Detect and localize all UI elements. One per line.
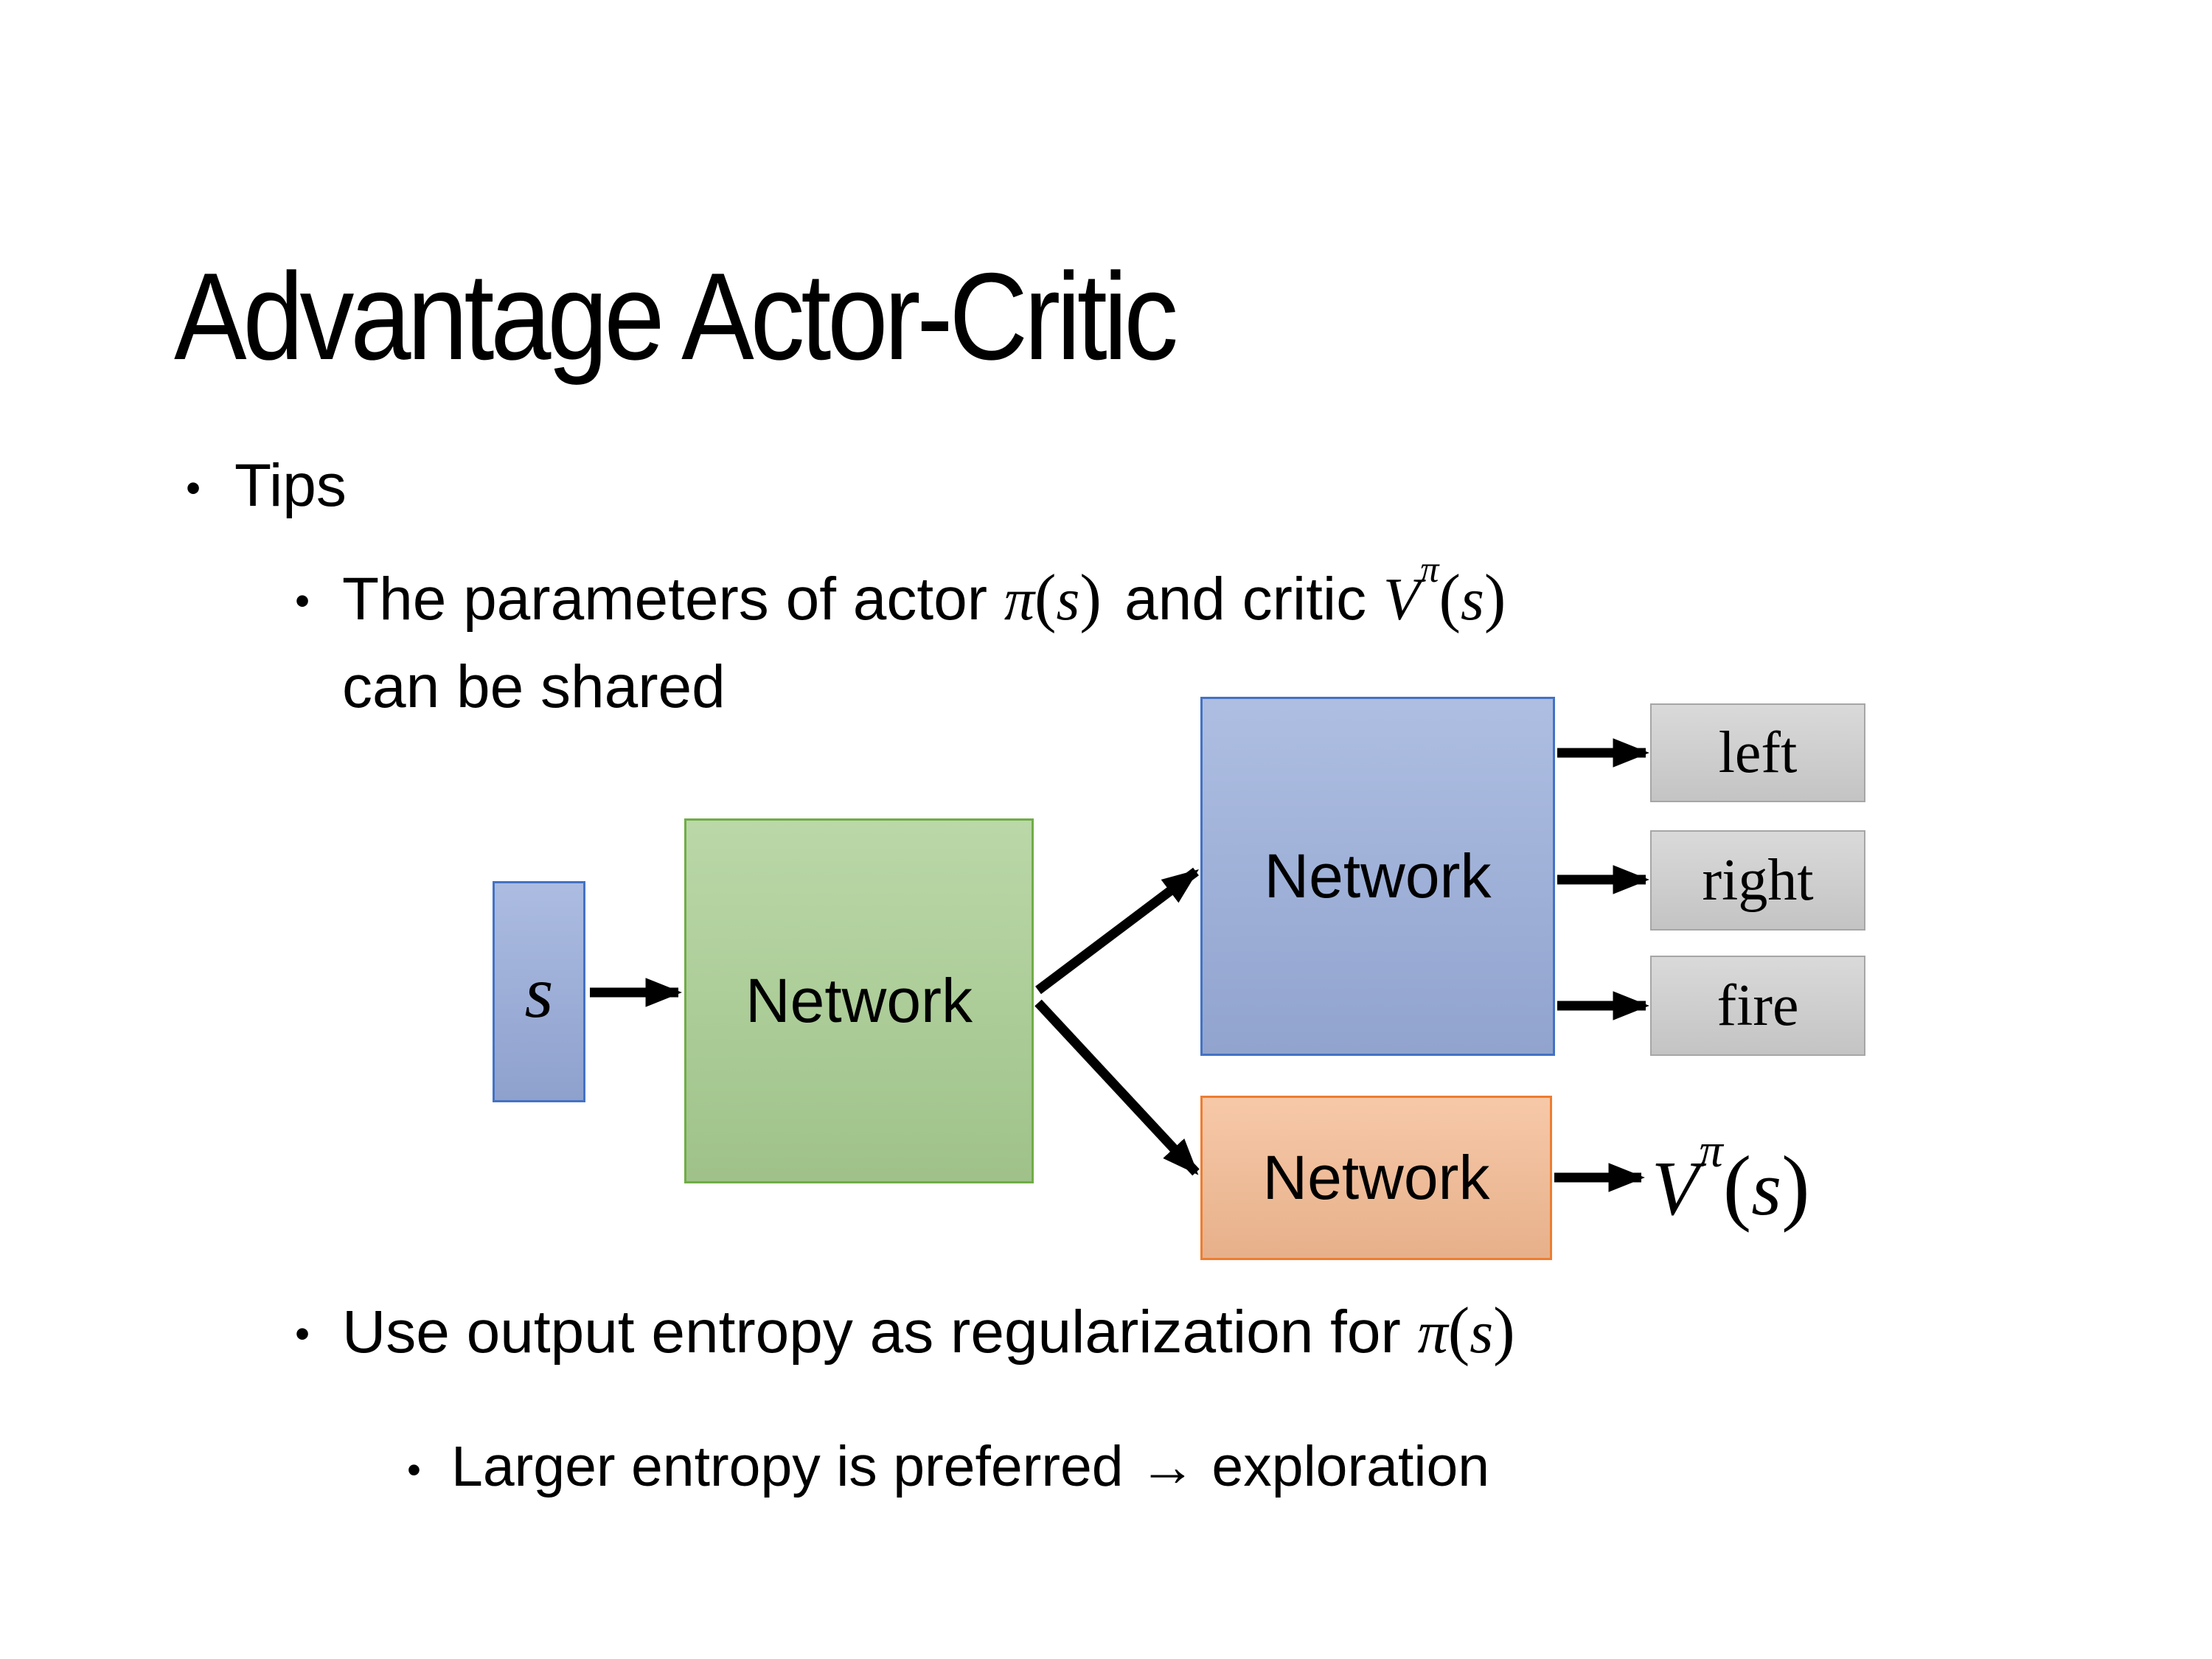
bullet-marker: • [407,1447,421,1492]
output-box-left: left [1650,703,1865,802]
bullet-marker: • [295,577,310,625]
bullet-shared-parameters: • The parameters of actor π(s) and critic… [295,548,1506,731]
output-label-right: right [1702,847,1814,913]
shared-text-line2: can be shared [342,653,726,720]
bullet-entropy-text: Use output entropy as regularization for… [342,1287,1515,1376]
bullet-marker: • [186,465,201,512]
math-v-pi-of-s: Vπ(s) [1382,548,1506,634]
bullet-tips: • Tips [186,442,347,529]
bullet-exploration: • Larger entropy is preferred → explorat… [407,1425,1489,1508]
critic-network-label: Network [1262,1143,1490,1212]
output-label-fire: fire [1717,973,1799,1038]
output-box-fire: fire [1650,956,1865,1056]
bullet-exploration-label: Larger entropy is preferred → exploratio… [451,1435,1490,1498]
critic-network-box: Network [1200,1096,1552,1260]
bullet-tips-label: Tips [234,452,347,519]
shared-text-before: The parameters of actor [342,566,1004,633]
entropy-text-before: Use output entropy as regularization for [342,1298,1418,1366]
shared-text-mid: and critic [1124,566,1383,633]
actor-network-label: Network [1264,841,1492,911]
math-pi-of-s: π(s) [1417,1295,1515,1367]
output-label-left: left [1718,720,1798,785]
state-input-box: s [493,881,585,1102]
actor-network-box: Network [1200,697,1555,1056]
arrow-shared-to-critic [1034,999,1200,1176]
bullet-marker: • [295,1310,310,1358]
math-pi-of-s: π(s) [1004,562,1102,634]
state-label: s [524,950,554,1033]
bullet-entropy: • Use output entropy as regularization f… [295,1287,1515,1376]
output-box-right: right [1650,830,1865,931]
critic-value-expression: Vπ(s) [1652,1124,1810,1233]
arrow-shared-to-actor [1035,867,1199,995]
bullet-shared-text: The parameters of actor π(s) and critic V… [342,548,1506,731]
shared-network-label: Network [745,966,973,1035]
page-title: Advantage Actor-Critic [174,246,1178,386]
shared-network-box: Network [684,818,1034,1183]
